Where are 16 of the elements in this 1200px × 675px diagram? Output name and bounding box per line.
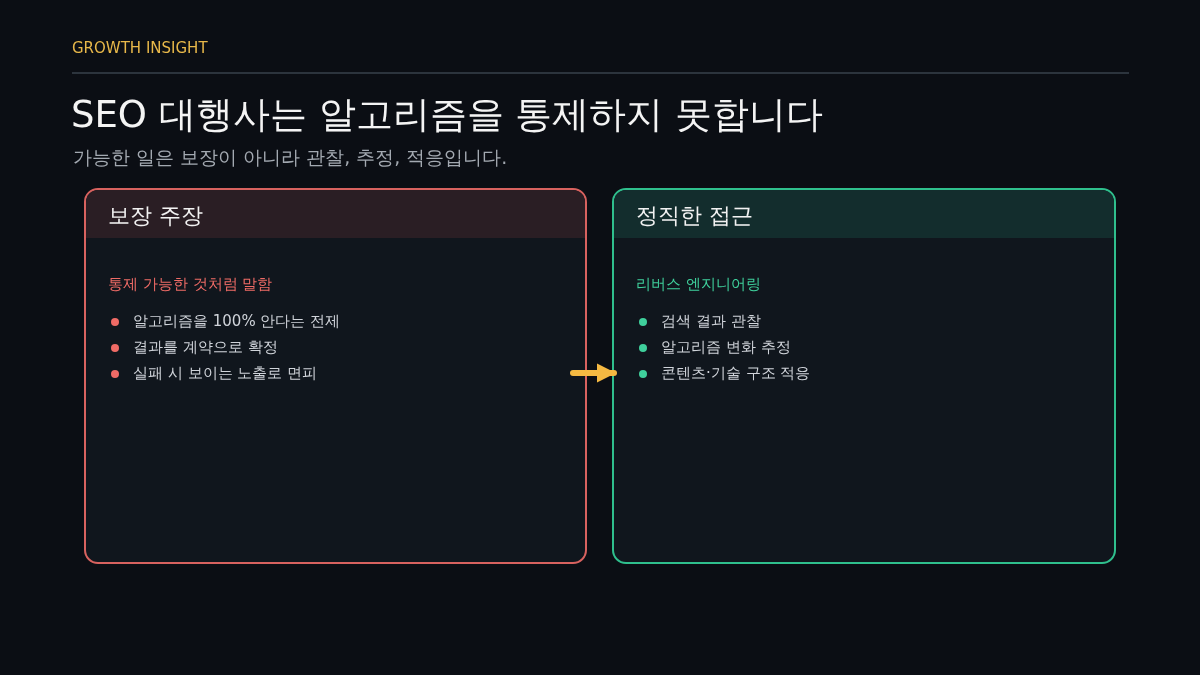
subtitle: 가능한 일은 보장이 아니라 관찰, 추정, 적응입니다.: [73, 145, 508, 170]
bullet-text: 결과를 계약으로 확정: [133, 338, 278, 357]
comparison-card: [84, 188, 587, 564]
bullet-text: 검색 결과 관찰: [661, 312, 761, 331]
card-heading: 정직한 접근: [636, 202, 753, 230]
card-subheading: 리버스 엔지니어링: [636, 275, 761, 294]
card-subheading: 통제 가능한 것처럼 말함: [108, 275, 273, 294]
bullet-text: 알고리즘을 100% 안다는 전제: [133, 312, 341, 331]
bullet-text: 콘텐츠·기술 구조 적응: [661, 364, 811, 383]
comparison-card: [612, 188, 1116, 564]
arrow: [570, 363, 617, 383]
page-title: SEO 대행사는 알고리즘을 통제하지 못합니다: [71, 92, 824, 138]
card-heading: 보장 주장: [108, 202, 203, 230]
bullet-text: 알고리즘 변화 추정: [661, 338, 791, 357]
bullet-text: 실패 시 보이는 노출로 면피: [133, 364, 318, 383]
section-label: GROWTH INSIGHT: [72, 39, 208, 57]
